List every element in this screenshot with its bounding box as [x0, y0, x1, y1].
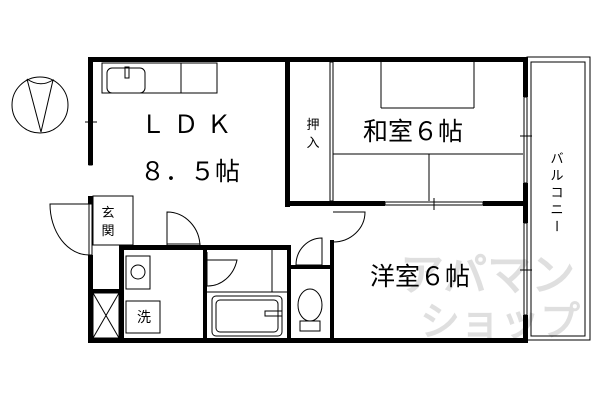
ldk-size: ８．５帖	[140, 157, 240, 186]
washitsu-label: 和室６帖	[363, 117, 463, 146]
svg-text:関: 関	[101, 224, 114, 239]
storage-box	[92, 292, 120, 339]
svg-text:ー: ー	[548, 219, 563, 232]
svg-text:コ: コ	[550, 186, 563, 201]
doors	[49, 203, 366, 287]
kitchen-counter	[101, 62, 218, 94]
svg-text:アパマン: アパマン	[400, 250, 575, 301]
svg-text:押: 押	[306, 118, 319, 133]
washer-space	[125, 300, 161, 334]
svg-text:ニ: ニ	[550, 203, 563, 218]
toilet-icon	[297, 288, 323, 332]
wash-basin	[125, 255, 151, 290]
svg-text:入: 入	[306, 136, 319, 151]
balcony-label: バ ル コ ニ ー	[548, 152, 564, 233]
windows	[85, 61, 532, 316]
bathtub	[207, 250, 287, 337]
genkan-step	[92, 195, 134, 246]
svg-text:玄: 玄	[101, 206, 114, 221]
svg-text:洗: 洗	[137, 310, 151, 326]
north-arrow-icon	[11, 76, 69, 134]
walls	[88, 57, 528, 343]
svg-text:ル: ル	[550, 169, 563, 184]
youshitsu-label: 洋室６帖	[370, 262, 470, 291]
svg-text:バ: バ	[550, 152, 563, 167]
tatami	[333, 62, 523, 201]
watermark: アパマン ショップ	[400, 250, 580, 345]
svg-text:ショップ: ショップ	[420, 299, 580, 345]
ldk-label: ＬＤＫ	[140, 110, 239, 139]
